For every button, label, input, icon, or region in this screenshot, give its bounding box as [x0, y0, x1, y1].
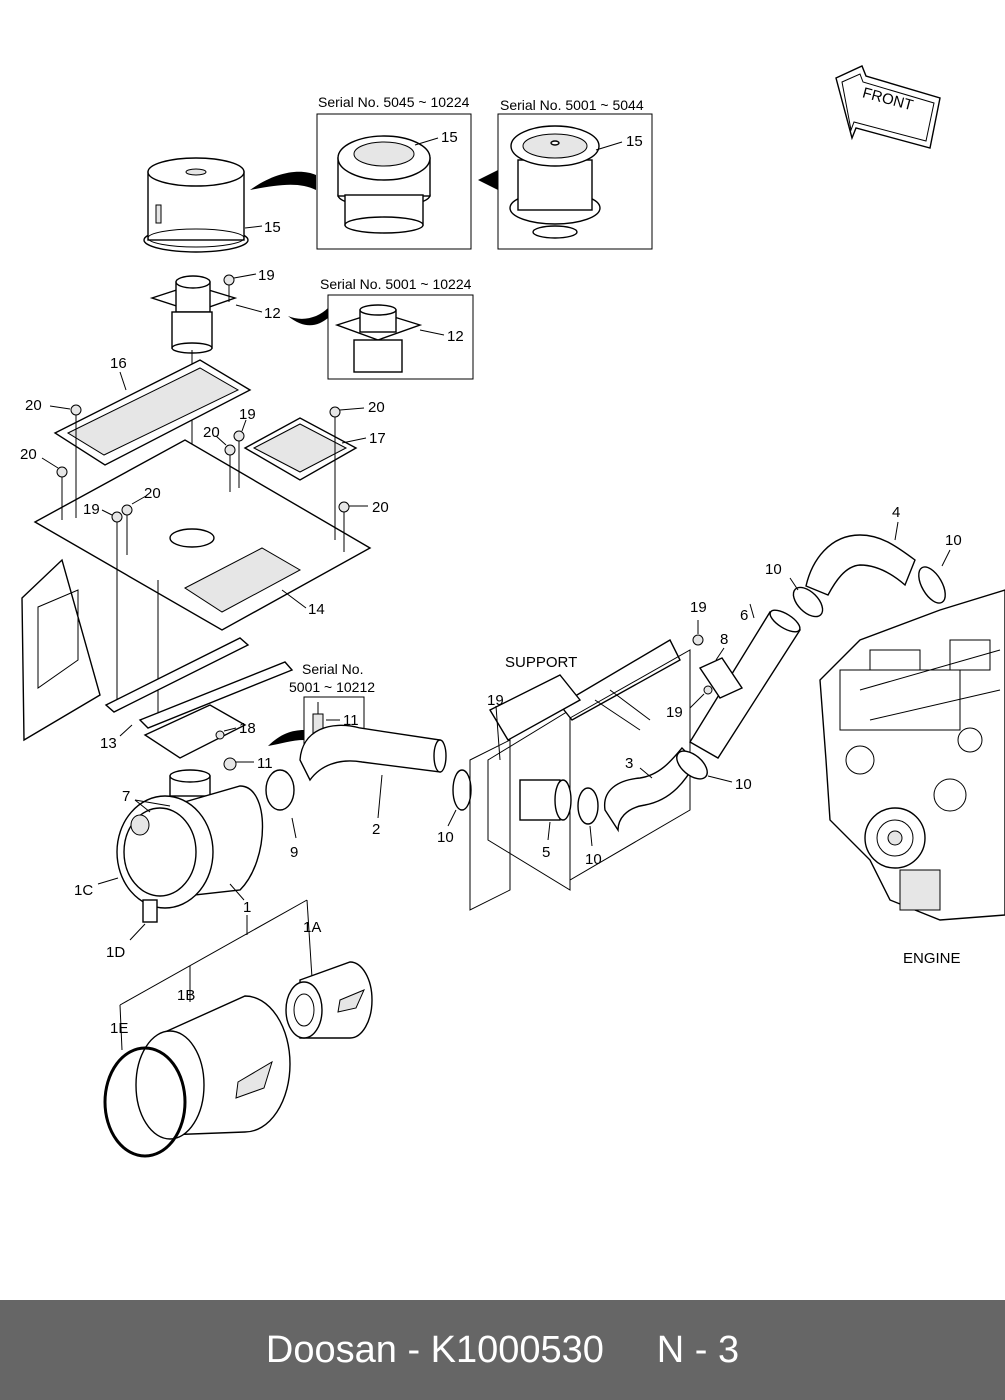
support-label: SUPPORT: [505, 654, 577, 671]
serial-cap-a: Serial No. 5045 ~ 10224: [318, 94, 470, 110]
callout-1C: 1C: [74, 882, 93, 899]
bracket-13: 13: [100, 637, 294, 759]
footer-brand: Doosan - K1000530: [265, 1328, 604, 1371]
callout-5: 5: [542, 844, 550, 861]
plate-14: 14: [33, 439, 372, 631]
leader-tree-1: 1A 1B 1E: [110, 899, 321, 1051]
side-panel: [21, 558, 101, 742]
callout-1A: 1A: [303, 919, 321, 936]
callout-7: 7: [122, 788, 130, 805]
callout-19-a: 19: [258, 267, 275, 284]
footer-bar: Doosan - K1000530 N - 3: [0, 1300, 1005, 1400]
callout-20-e: 20: [203, 424, 220, 441]
callout-11-b: 11: [257, 755, 273, 772]
callout-10-c: 10: [735, 776, 752, 793]
serial-box-adapter: Serial No. 5001 ~ 10224 12: [320, 276, 474, 380]
engine: ENGINE: [819, 589, 1005, 967]
clamp-10-d: 10: [765, 561, 824, 618]
callout-12-b: 12: [447, 328, 464, 345]
callout-15-b: 15: [626, 133, 643, 150]
callout-16: 16: [110, 355, 127, 372]
precleaner-cap-15: 15: [143, 157, 316, 253]
callout-19-b: 19: [239, 406, 256, 423]
pipe-6: 6: [689, 603, 801, 759]
clamp-10-a: 10: [437, 769, 472, 846]
bracket-8: 8 19 19: [666, 599, 744, 721]
callout-15-a: 15: [441, 129, 458, 146]
callout-13: 13: [100, 735, 117, 752]
callout-11-a: 11: [343, 712, 359, 729]
grille-16: 16: [53, 355, 252, 466]
clamp-10-e: 10: [918, 532, 962, 604]
callout-1: 1: [243, 899, 251, 916]
callout-14: 14: [308, 601, 325, 618]
grille-17: 17: [243, 417, 386, 481]
callout-19-f: 19: [666, 704, 683, 721]
callout-10-a: 10: [437, 829, 454, 846]
outer-filter-1B: [135, 995, 291, 1140]
callout-8: 8: [720, 631, 728, 648]
serial-box-a: Serial No. 5045 ~ 10224 15: [316, 94, 472, 250]
callout-12-main: 12: [264, 305, 281, 322]
callout-19-d: 19: [487, 692, 504, 709]
callout-10-d: 10: [765, 561, 782, 578]
callout-20-b: 20: [20, 446, 37, 463]
callout-4: 4: [892, 504, 900, 521]
serial-sensor-line1: Serial No.: [302, 661, 363, 677]
bolt-18: 18: [215, 720, 256, 740]
callout-19-e: 19: [690, 599, 707, 616]
serial-box-b: Serial No. 5001 ~ 5044 15: [497, 97, 653, 250]
callout-1E: 1E: [110, 1020, 128, 1037]
serial-cap-adapter: Serial No. 5001 ~ 10224: [320, 276, 472, 292]
callout-2: 2: [372, 821, 380, 838]
callout-20-c: 20: [368, 399, 385, 416]
o-ring-1E: [103, 1046, 187, 1158]
callout-20-d: 20: [372, 499, 389, 516]
callout-18: 18: [239, 720, 256, 737]
callout-10-b: 10: [585, 851, 602, 868]
callout-15-main: 15: [264, 219, 281, 236]
serial-cap-b: Serial No. 5001 ~ 5044: [500, 97, 644, 113]
callout-9: 9: [290, 844, 298, 861]
callout-1B: 1B: [177, 987, 195, 1004]
engine-label: ENGINE: [903, 950, 961, 967]
elbow-5: 5: [519, 779, 572, 861]
callout-6: 6: [740, 607, 748, 624]
support-bracket: SUPPORT 19: [469, 639, 691, 911]
callout-20-a: 20: [25, 397, 42, 414]
callout-17: 17: [369, 430, 386, 447]
hose-4: 4: [805, 504, 916, 596]
hose-2: 2: [299, 724, 447, 838]
inner-filter-1A: [285, 961, 373, 1039]
callout-19-c: 19: [83, 501, 100, 518]
air-cleaner-1: 11 7 1C 1D 1: [74, 755, 273, 961]
serial-sensor-line2: 5001 ~ 10212: [289, 679, 375, 695]
callout-3: 3: [625, 755, 633, 772]
callout-10-e: 10: [945, 532, 962, 549]
front-arrow: FRONT: [835, 65, 941, 149]
callout-20-f: 20: [144, 485, 161, 502]
clamp-9: 9: [265, 769, 298, 861]
parts-diagram: FRONT 15 Serial No. 5045 ~ 10224 15 Seri…: [20, 65, 1005, 1158]
footer-page: N - 3: [656, 1328, 740, 1371]
clamp-10-b: 10: [577, 787, 602, 868]
adapter-12: 12 19: [149, 267, 328, 354]
callout-1D: 1D: [106, 944, 125, 961]
clamp-10-c: 10: [676, 750, 752, 793]
bolts: 20 20 20 20 20 19 20 19: [20, 397, 389, 720]
